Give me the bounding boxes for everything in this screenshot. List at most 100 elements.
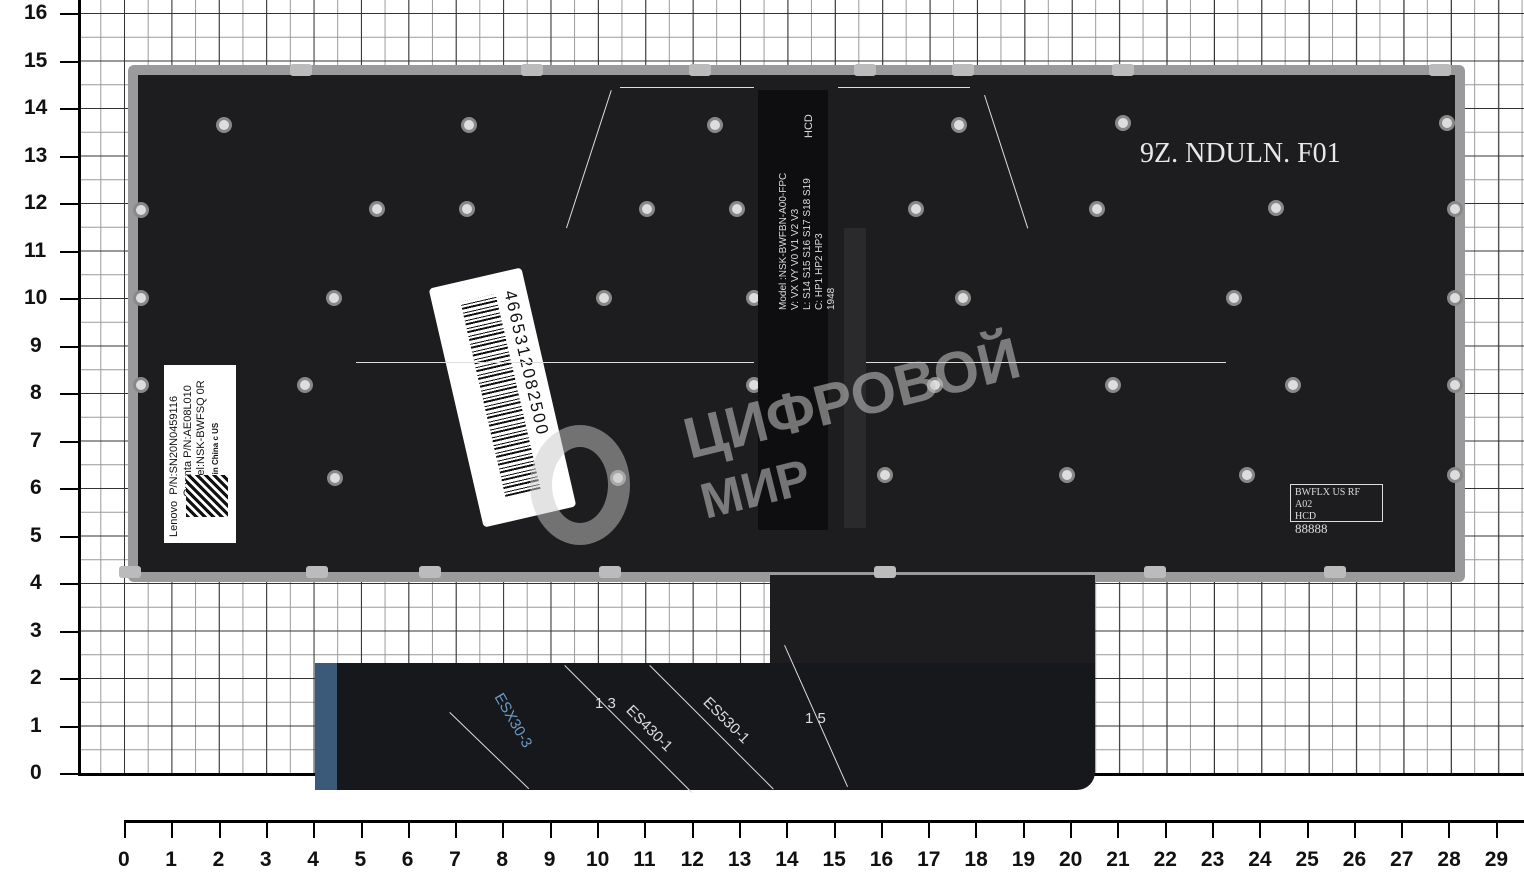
x-tick-label: 16 <box>869 848 894 871</box>
screw-hole <box>951 117 967 133</box>
x-tick <box>1164 820 1167 838</box>
screw-hole <box>927 377 943 393</box>
small-label-line: HCD <box>1295 511 1317 522</box>
screw-hole <box>1447 201 1463 217</box>
x-tick-label: 29 <box>1484 848 1509 871</box>
screw-hole <box>1447 467 1463 483</box>
screw-hole <box>639 201 655 217</box>
fpc-line: V: VX VY V0 V1 V2 V3 <box>790 208 801 310</box>
y-tick <box>60 440 80 443</box>
mounting-tab <box>854 64 876 76</box>
y-tick-label: 10 <box>24 286 48 309</box>
y-tick-label: 11 <box>24 238 47 262</box>
x-tick <box>502 820 505 838</box>
y-tick <box>60 725 80 728</box>
x-tick-label: 12 <box>680 848 704 871</box>
y-tick <box>60 630 80 633</box>
mounting-tab <box>599 566 621 578</box>
y-tick <box>60 13 80 15</box>
y-tick-label: 4 <box>30 571 42 594</box>
screw-hole <box>216 117 232 133</box>
watermark-gear-icon <box>530 425 630 545</box>
x-tick <box>1401 820 1404 838</box>
y-tick <box>60 535 80 538</box>
x-tick-label: 19 <box>1011 848 1036 871</box>
screw-hole <box>877 467 893 483</box>
screw-hole <box>707 117 723 133</box>
brand: Lenovo <box>168 500 180 537</box>
x-tick <box>644 820 647 838</box>
y-axis-line <box>78 0 81 776</box>
fpc-line: C: HP1 HP2 HP3 <box>814 233 825 310</box>
x-tick-label: 18 <box>964 848 988 871</box>
mounting-tab <box>689 64 711 76</box>
x-tick-label: 24 <box>1248 848 1272 871</box>
screw-hole <box>596 290 612 306</box>
x-tick-label: 22 <box>1153 848 1177 871</box>
y-tick-label: 0 <box>30 761 42 784</box>
y-tick-label: 16 <box>24 1 48 24</box>
small-label-line: 88888 <box>1295 521 1328 536</box>
part-number: P/N:SN20N0459116 <box>168 395 180 495</box>
flex-cable <box>315 663 1095 790</box>
y-tick <box>60 678 80 680</box>
cert-mark: c US <box>210 422 220 441</box>
screw-hole <box>133 202 149 218</box>
x-tick-label: 25 <box>1295 848 1319 871</box>
screw-hole <box>1285 377 1301 393</box>
flex-connector <box>315 663 337 790</box>
screw-hole <box>297 377 313 393</box>
y-tick-label: 8 <box>30 381 42 404</box>
fpc-text: Model :NSK-BWFBN-A00-FPC V: VX VY V0 V1 … <box>778 173 838 310</box>
x-tick <box>407 820 410 838</box>
x-tick <box>786 820 789 838</box>
x-tick <box>1306 820 1309 838</box>
fpc-mark: HCD <box>803 114 815 138</box>
x-tick-label: 7 <box>449 848 461 871</box>
x-tick-label: 3 <box>259 848 272 871</box>
x-tick <box>975 820 978 838</box>
screw-hole <box>326 290 342 306</box>
fpc-line: Model :NSK-BWFBN-A00-FPC <box>778 172 789 310</box>
x-tick <box>833 820 836 838</box>
x-tick <box>1117 820 1120 838</box>
x-tick-label: 4 <box>307 848 319 871</box>
mounting-tab <box>419 566 441 578</box>
y-tick-label: 12 <box>24 191 48 214</box>
screw-hole <box>459 201 475 217</box>
y-tick <box>60 108 80 110</box>
fpc-line: 1948 <box>826 287 837 310</box>
screw-hole <box>955 290 971 306</box>
x-tick-label: 28 <box>1437 848 1461 871</box>
mounting-tab <box>1324 566 1346 578</box>
mounting-tab <box>306 566 328 578</box>
screw-hole <box>461 117 477 133</box>
y-tick <box>60 155 80 158</box>
screw-hole <box>133 290 149 306</box>
y-axis <box>0 0 78 820</box>
mounting-tab <box>874 566 896 578</box>
screw-hole <box>1226 290 1242 306</box>
y-tick-label: 15 <box>24 48 48 72</box>
y-tick <box>60 60 80 63</box>
flex-mark: 1 3 <box>595 695 616 712</box>
x-tick-label: 11 <box>633 848 656 871</box>
y-tick-label: 3 <box>30 618 42 642</box>
x-tick <box>1448 820 1451 838</box>
screw-hole <box>1059 467 1075 483</box>
screw-hole <box>1239 467 1255 483</box>
x-tick <box>1495 820 1498 838</box>
y-tick <box>60 393 80 395</box>
x-tick-label: 10 <box>586 848 610 871</box>
x-axis-line <box>124 820 1524 823</box>
screw-hole <box>729 201 745 217</box>
y-tick-label: 1 <box>30 713 42 737</box>
y-tick <box>60 773 80 775</box>
mounting-tab <box>1144 566 1166 578</box>
x-tick-label: 6 <box>401 848 414 871</box>
x-tick-label: 5 <box>354 848 367 871</box>
screw-hole <box>1115 115 1131 131</box>
screw-hole <box>1105 377 1121 393</box>
y-tick-label: 5 <box>30 523 42 547</box>
y-tick-label: 13 <box>24 143 48 167</box>
